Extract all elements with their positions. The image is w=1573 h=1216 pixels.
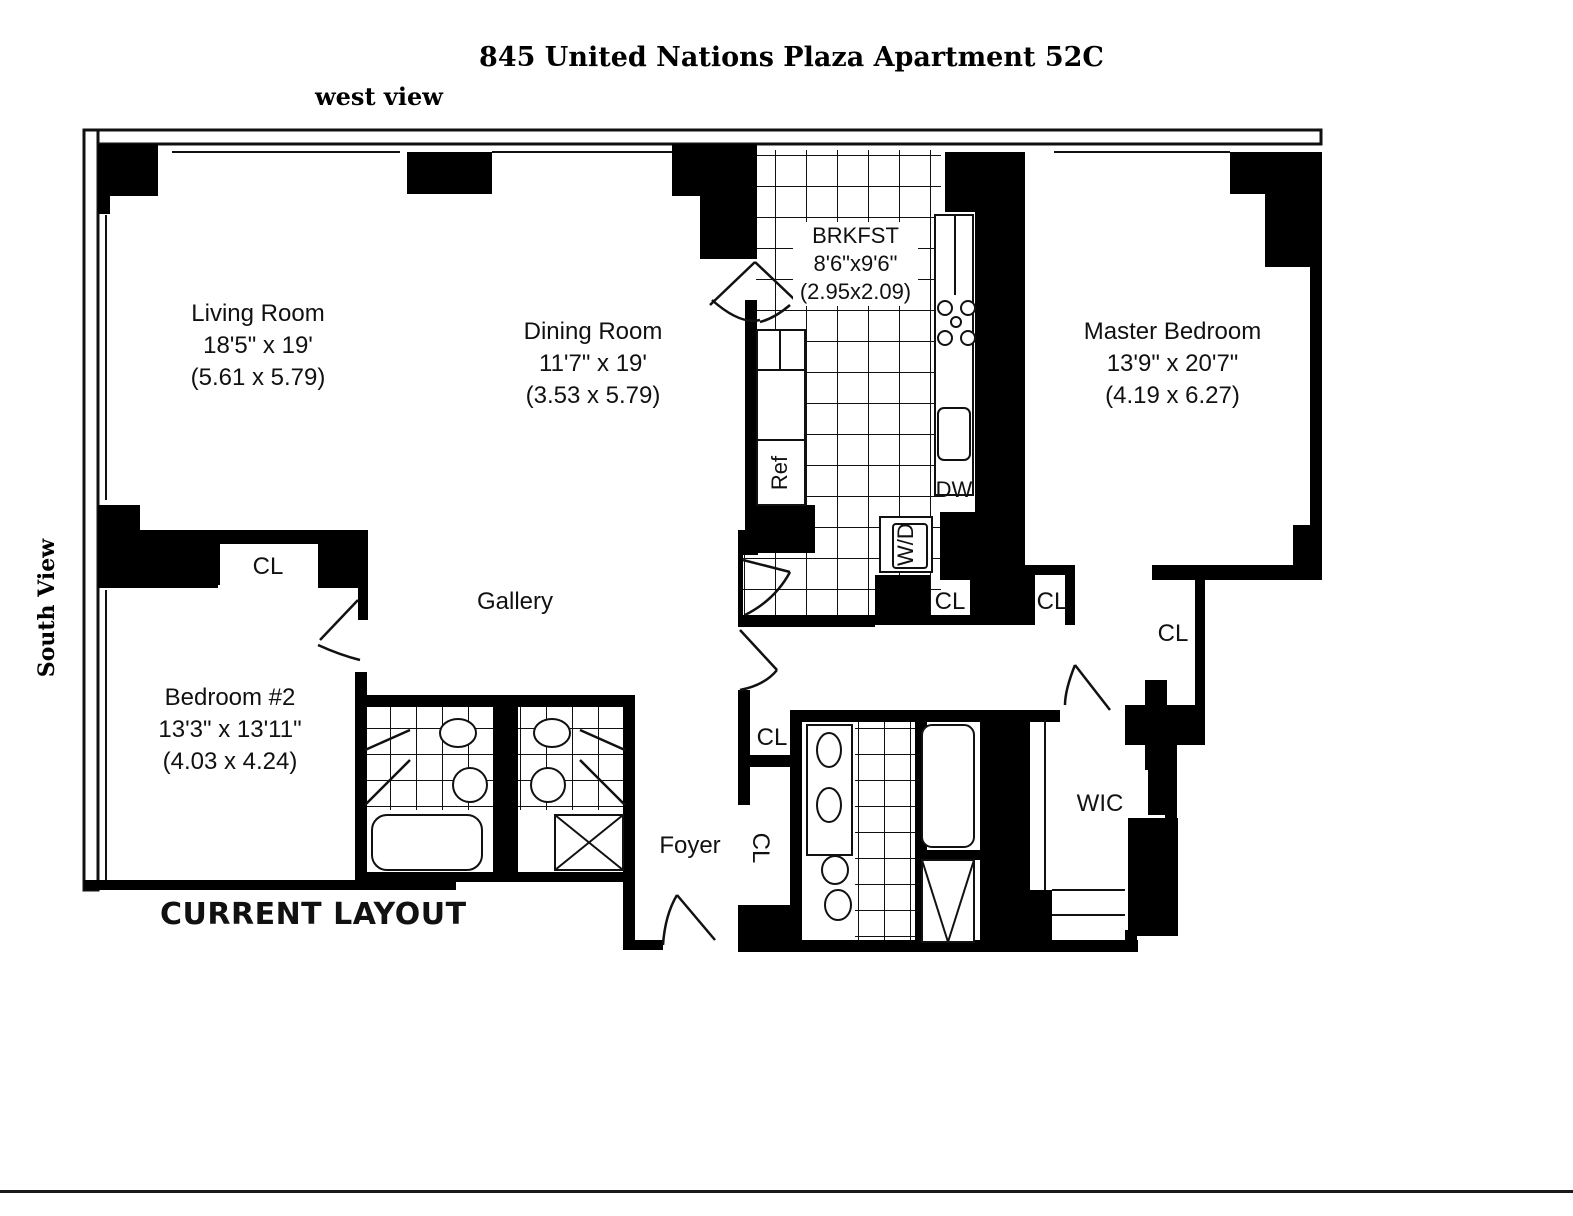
closet-label-master: CL xyxy=(1157,620,1189,647)
dining-room-name: Dining Room xyxy=(523,318,663,345)
master-bedroom-name: Master Bedroom xyxy=(1083,318,1262,345)
layout-caption: CURRENT LAYOUT xyxy=(160,897,467,932)
breakfast-label: BRKFST 8'6"x9'6" (2.95x2.09) xyxy=(793,222,918,306)
bedroom-2-name: Bedroom #2 xyxy=(164,684,296,711)
bath-fixtures xyxy=(371,718,1125,943)
closet-label-kitchen: CL xyxy=(934,588,966,615)
wic-label: WIC xyxy=(1076,790,1124,817)
washer-dryer-label: W/D xyxy=(893,523,918,566)
bedroom-2-dim-metric: (4.03 x 4.24) xyxy=(162,748,298,775)
breakfast-name: BRKFST xyxy=(812,223,899,248)
dining-room-label: Dining Room 11'7" x 19' (3.53 x 5.79) xyxy=(493,316,693,412)
master-bedroom-label: Master Bedroom 13'9" x 20'7" (4.19 x 6.2… xyxy=(1060,316,1285,412)
west-view-label: west view xyxy=(315,82,443,111)
master-bedroom-dim-metric: (4.19 x 6.27) xyxy=(1105,382,1240,409)
dining-room-dim-imperial: 11'7" x 19' xyxy=(539,350,647,377)
kitchen-counters xyxy=(756,214,976,573)
door-swings xyxy=(317,261,1111,946)
page-divider xyxy=(0,1190,1573,1193)
master-bedroom-dim-imperial: 13'9" x 20'7" xyxy=(1106,350,1239,377)
living-room-dim-imperial: 18'5" x 19' xyxy=(203,332,313,359)
closet-label-hall: CL xyxy=(1036,588,1068,615)
gallery-label: Gallery xyxy=(476,588,554,615)
refrigerator-label: Ref xyxy=(767,455,792,491)
walls xyxy=(84,144,1322,952)
living-room-name: Living Room xyxy=(191,300,325,327)
dining-room-dim-metric: (3.53 x 5.79) xyxy=(525,382,661,409)
breakfast-dim-imperial: 8'6"x9'6" xyxy=(813,251,898,276)
foyer-label: Foyer xyxy=(659,832,721,859)
living-room-label: Living Room 18'5" x 19' (5.61 x 5.79) xyxy=(158,298,358,394)
living-room-dim-metric: (5.61 x 5.79) xyxy=(190,364,326,391)
closet-label-foyer-lower: CL xyxy=(747,832,774,864)
closet-label-foyer-upper: CL xyxy=(756,724,788,751)
closet-label-bedroom2: CL xyxy=(252,553,284,580)
bedroom-2-dim-imperial: 13'3" x 13'11" xyxy=(158,716,302,743)
bedroom-2-label: Bedroom #2 13'3" x 13'11" (4.03 x 4.24) xyxy=(130,682,330,778)
breakfast-dim-metric: (2.95x2.09) xyxy=(799,279,912,304)
dishwasher-label: DW xyxy=(935,477,973,502)
plan-title: 845 United Nations Plaza Apartment 52C xyxy=(479,42,1104,73)
